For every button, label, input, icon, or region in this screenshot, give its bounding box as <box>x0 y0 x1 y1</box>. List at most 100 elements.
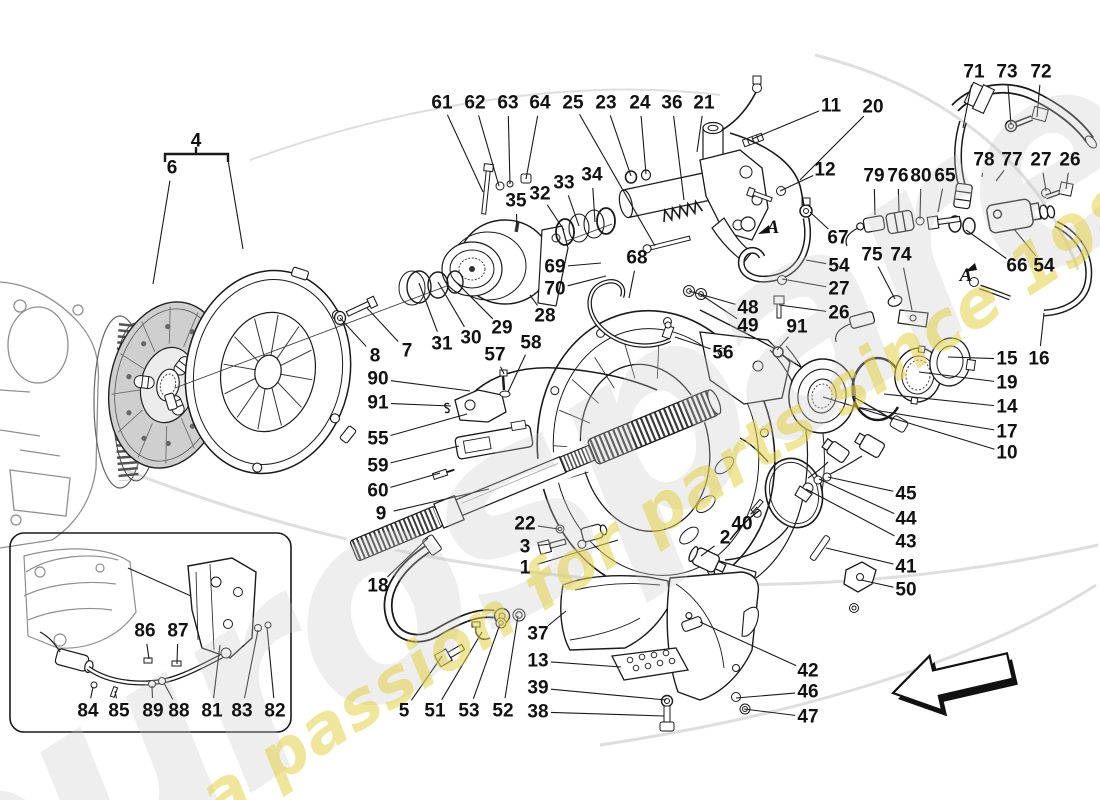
part-label-1[interactable]: 1 <box>519 557 531 579</box>
part-label-88[interactable]: 88 <box>168 700 190 722</box>
part-label-35[interactable]: 35 <box>505 190 527 212</box>
part-label-12[interactable]: 12 <box>814 159 836 181</box>
part-label-54[interactable]: 54 <box>828 255 850 277</box>
part-label-86[interactable]: 86 <box>134 620 156 642</box>
part-label-91[interactable]: 91 <box>367 392 389 414</box>
part-label-28[interactable]: 28 <box>534 305 556 327</box>
part-label-65[interactable]: 65 <box>934 165 956 187</box>
part-label-73[interactable]: 73 <box>996 61 1018 83</box>
part-label-59[interactable]: 59 <box>367 455 389 477</box>
part-label-74[interactable]: 74 <box>890 244 912 266</box>
part-label-47[interactable]: 47 <box>797 706 819 728</box>
part-label-64[interactable]: 64 <box>529 92 551 114</box>
part-label-15[interactable]: 15 <box>996 348 1018 370</box>
part-label-7[interactable]: 7 <box>401 340 413 362</box>
part-label-20[interactable]: 20 <box>862 96 884 118</box>
part-label-37[interactable]: 37 <box>527 623 549 645</box>
part-label-41[interactable]: 41 <box>895 556 917 578</box>
part-label-13[interactable]: 13 <box>527 650 549 672</box>
part-label-30[interactable]: 30 <box>460 327 482 349</box>
part-label-26[interactable]: 26 <box>1059 149 1081 171</box>
part-label-84[interactable]: 84 <box>77 700 99 722</box>
part-label-16[interactable]: 16 <box>1028 348 1050 370</box>
part-label-25[interactable]: 25 <box>562 92 584 114</box>
part-label-89[interactable]: 89 <box>142 700 164 722</box>
part-label-49[interactable]: 49 <box>737 315 759 337</box>
part-label-3[interactable]: 3 <box>519 536 531 558</box>
part-label-26[interactable]: 26 <box>828 302 850 324</box>
part-label-76[interactable]: 76 <box>887 165 909 187</box>
part-label-27[interactable]: 27 <box>1030 149 1052 171</box>
part-label-66[interactable]: 66 <box>1006 255 1028 277</box>
part-label-34[interactable]: 34 <box>581 164 603 186</box>
part-label-87[interactable]: 87 <box>167 620 189 642</box>
part-label-80[interactable]: 80 <box>910 165 932 187</box>
part-label-61[interactable]: 61 <box>431 92 453 114</box>
part-label-14[interactable]: 14 <box>996 396 1018 418</box>
part-label-82[interactable]: 82 <box>264 700 286 722</box>
part-label-4[interactable]: 4 <box>190 130 202 152</box>
part-label-77[interactable]: 77 <box>1001 149 1023 171</box>
part-label-46[interactable]: 46 <box>797 681 819 703</box>
part-label-21[interactable]: 21 <box>693 92 715 114</box>
part-label-63[interactable]: 63 <box>497 92 519 114</box>
part-label-36[interactable]: 36 <box>661 92 683 114</box>
part-label-48[interactable]: 48 <box>737 297 759 319</box>
part-label-75[interactable]: 75 <box>861 244 883 266</box>
part-label-5[interactable]: 5 <box>398 700 410 722</box>
part-label-33[interactable]: 33 <box>553 172 575 194</box>
part-label-42[interactable]: 42 <box>797 660 819 682</box>
part-label-57[interactable]: 57 <box>484 344 506 366</box>
part-label-44[interactable]: 44 <box>895 508 917 530</box>
part-label-58[interactable]: 58 <box>520 332 542 354</box>
part-label-22[interactable]: 22 <box>514 513 536 535</box>
lower-hose <box>383 534 526 668</box>
part-label-62[interactable]: 62 <box>464 92 486 114</box>
part-label-78[interactable]: 78 <box>973 149 995 171</box>
part-label-23[interactable]: 23 <box>595 92 617 114</box>
part-label-29[interactable]: 29 <box>491 317 513 339</box>
pipes-and-cables <box>537 279 909 613</box>
part-label-85[interactable]: 85 <box>108 700 130 722</box>
part-label-32[interactable]: 32 <box>529 183 551 205</box>
part-label-19[interactable]: 19 <box>996 372 1018 394</box>
part-label-83[interactable]: 83 <box>231 700 253 722</box>
part-label-52[interactable]: 52 <box>492 700 514 722</box>
part-label-79[interactable]: 79 <box>863 165 885 187</box>
part-label-2[interactable]: 2 <box>719 527 731 549</box>
part-label-27[interactable]: 27 <box>828 278 850 300</box>
part-label-71[interactable]: 71 <box>963 61 985 83</box>
part-label-39[interactable]: 39 <box>527 677 549 699</box>
part-label-81[interactable]: 81 <box>201 700 223 722</box>
part-label-72[interactable]: 72 <box>1030 61 1052 83</box>
part-label-90[interactable]: 90 <box>367 368 389 390</box>
part-label-53[interactable]: 53 <box>458 700 480 722</box>
part-label-17[interactable]: 17 <box>996 421 1018 443</box>
assembly-bracket <box>163 147 244 250</box>
part-label-10[interactable]: 10 <box>996 442 1018 464</box>
part-label-38[interactable]: 38 <box>527 701 549 723</box>
part-label-40[interactable]: 40 <box>731 513 753 535</box>
part-label-31[interactable]: 31 <box>431 333 453 355</box>
part-label-91[interactable]: 91 <box>786 316 808 338</box>
part-label-56[interactable]: 56 <box>712 342 734 364</box>
part-label-68[interactable]: 68 <box>626 247 648 269</box>
part-label-8[interactable]: 8 <box>369 345 381 367</box>
part-label-24[interactable]: 24 <box>629 92 651 114</box>
part-label-51[interactable]: 51 <box>424 700 446 722</box>
part-label-55[interactable]: 55 <box>367 428 389 450</box>
part-label-6[interactable]: 6 <box>166 157 178 179</box>
part-label-50[interactable]: 50 <box>895 579 917 601</box>
part-label-9[interactable]: 9 <box>375 503 387 525</box>
part-label-70[interactable]: 70 <box>544 278 566 300</box>
part-label-43[interactable]: 43 <box>895 531 917 553</box>
part-label-11[interactable]: 11 <box>820 95 842 117</box>
part-label-67[interactable]: 67 <box>827 227 849 249</box>
part-label-60[interactable]: 60 <box>367 480 389 502</box>
part-label-54[interactable]: 54 <box>1033 255 1055 277</box>
part-label-45[interactable]: 45 <box>895 483 917 505</box>
part-label-18[interactable]: 18 <box>367 575 389 597</box>
part-label-69[interactable]: 69 <box>544 256 566 278</box>
